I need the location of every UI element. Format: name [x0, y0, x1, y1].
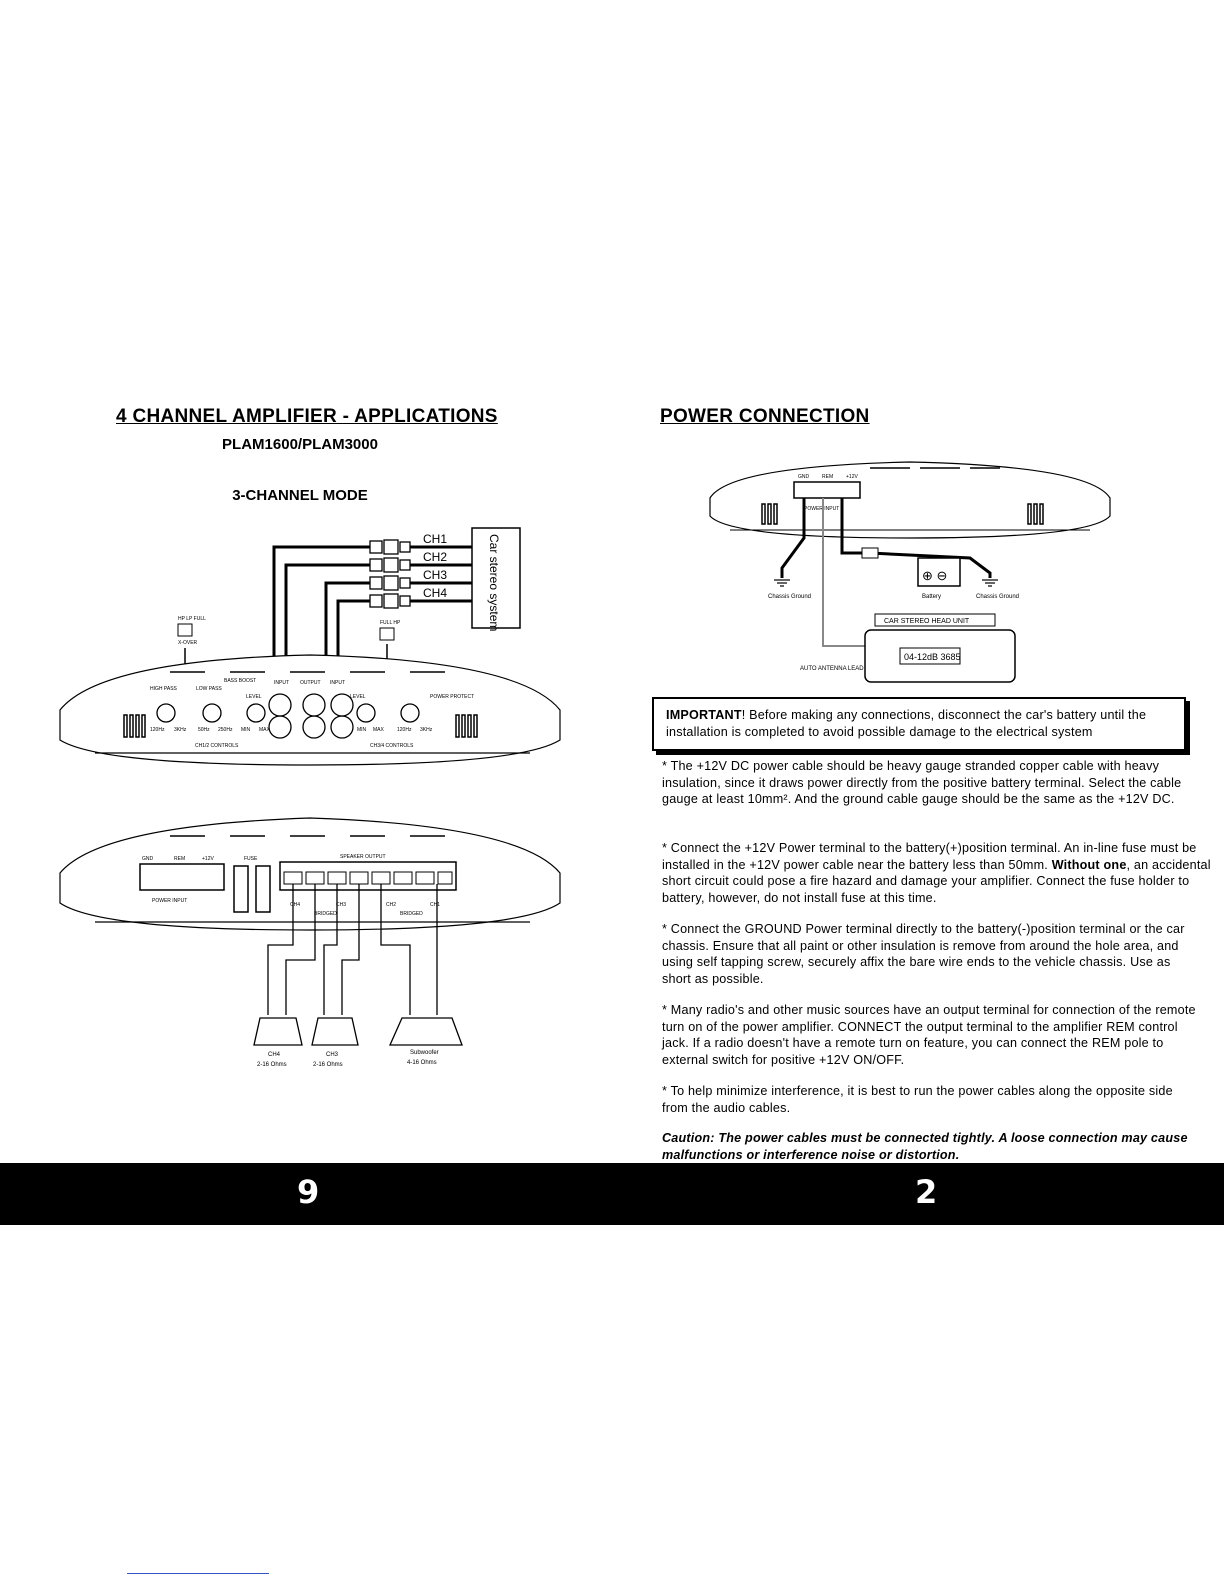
svg-text:FUSE: FUSE [244, 856, 258, 862]
svg-text:REM: REM [174, 856, 185, 862]
svg-text:LOW PASS: LOW PASS [196, 686, 222, 692]
svg-text:3KHz: 3KHz [420, 727, 433, 733]
ch1-label: CH1 [423, 532, 447, 546]
svg-text:BRIDGED: BRIDGED [400, 911, 423, 917]
bottom-link-line [127, 1573, 269, 1574]
svg-text:Chassis Ground: Chassis Ground [768, 594, 811, 600]
svg-text:CH2: CH2 [386, 902, 396, 908]
important-notice: IMPORTANT! Before making any connections… [652, 697, 1186, 751]
footer-bar: 9 2 [0, 1163, 1224, 1225]
svg-text:OUTPUT: OUTPUT [300, 680, 321, 686]
svg-text:LEVEL: LEVEL [350, 694, 366, 700]
left-page-number: 9 [297, 1173, 320, 1211]
svg-text:Battery: Battery [922, 594, 941, 600]
svg-text:⊕ ⊖: ⊕ ⊖ [922, 568, 947, 583]
svg-text:MAX: MAX [259, 727, 271, 733]
svg-text:50Hz: 50Hz [198, 727, 210, 733]
three-channel-wiring-diagram: Car stereo system CH1 CH2 CH3 CH4 HP LP … [59, 527, 561, 1068]
svg-text:INPUT: INPUT [330, 680, 345, 686]
svg-text:+12V: +12V [846, 474, 858, 480]
xover-label: X-OVER [178, 640, 198, 646]
left-page-title: 4 CHANNEL AMPLIFIER - APPLICATIONS [116, 406, 498, 427]
svg-text:AUTO ANTENNA LEAD: AUTO ANTENNA LEAD [800, 666, 864, 672]
svg-text:REM: REM [822, 474, 833, 480]
mode-title: 3-CHANNEL MODE [232, 487, 368, 504]
svg-text:CH1/2 CONTROLS: CH1/2 CONTROLS [195, 743, 239, 749]
svg-text:04-12dB 3685: 04-12dB 3685 [904, 652, 961, 662]
svg-text:250Hz: 250Hz [218, 727, 233, 733]
svg-text:MAX: MAX [373, 727, 385, 733]
bullet-2: * Connect the +12V Power terminal to the… [662, 841, 1211, 905]
right-page-title: POWER CONNECTION [660, 406, 870, 427]
svg-text:POWER PROTECT: POWER PROTECT [430, 694, 474, 700]
svg-text:GND: GND [798, 474, 810, 480]
car-stereo-box [471, 527, 521, 629]
ch4-label: CH4 [423, 586, 447, 600]
hp-lp-full-label: HP LP FULL [178, 616, 206, 622]
svg-text:INPUT: INPUT [274, 680, 289, 686]
right-page-number: 2 [915, 1173, 938, 1211]
svg-text:120Hz: 120Hz [150, 727, 165, 733]
svg-text:POWER INPUT: POWER INPUT [152, 898, 187, 904]
svg-text:+12V: +12V [202, 856, 214, 862]
svg-text:3KHz: 3KHz [174, 727, 187, 733]
svg-text:CH4: CH4 [290, 902, 300, 908]
bullet-1: * The +12V DC power cable should be heav… [662, 759, 1182, 807]
svg-text:CH3/4 CONTROLS: CH3/4 CONTROLS [370, 743, 414, 749]
speaker-ch3-name: CH3 [326, 1052, 339, 1058]
svg-text:CH3: CH3 [336, 902, 346, 908]
svg-text:CAR STEREO HEAD UNIT: CAR STEREO HEAD UNIT [884, 618, 970, 625]
svg-text:SPEAKER OUTPUT: SPEAKER OUTPUT [340, 854, 386, 860]
speaker-ch4-name: CH4 [268, 1052, 281, 1058]
power-connection-diagram: GND REM +12V POWER INPUT ⊕ ⊖ Chassis Gro… [709, 461, 1111, 683]
speaker-ch3-ohms: 2-16 Ohms [313, 1062, 343, 1068]
svg-text:Chassis Ground: Chassis Ground [976, 594, 1019, 600]
svg-text:BRIDGED: BRIDGED [314, 911, 337, 917]
svg-text:LEVEL: LEVEL [246, 694, 262, 700]
subwoofer-name: Subwoofer [410, 1050, 439, 1056]
bullet-4: * Many radio's and other music sources h… [662, 1003, 1196, 1067]
car-stereo-label: Car stereo system [487, 534, 501, 631]
model-numbers: PLAM1600/PLAM3000 [222, 436, 378, 453]
subwoofer-ohms: 4-16 Ohms [407, 1060, 437, 1066]
caution-note: Caution: The power cables must be connec… [662, 1131, 1188, 1162]
svg-text:120Hz: 120Hz [397, 727, 412, 733]
ch2-label: CH2 [423, 550, 447, 564]
important-label: IMPORTANT [666, 708, 742, 722]
speaker-ch4-ohms: 2-16 Ohms [257, 1062, 287, 1068]
svg-text:HIGH PASS: HIGH PASS [150, 686, 178, 692]
svg-text:BASS BOOST: BASS BOOST [224, 678, 256, 684]
svg-text:GND: GND [142, 856, 154, 862]
bullet-5: * To help minimize interference, it is b… [662, 1084, 1173, 1115]
important-text: ! Before making any connections, disconn… [666, 708, 1147, 739]
svg-text:POWER INPUT: POWER INPUT [804, 506, 839, 512]
bullet-3: * Connect the GROUND Power terminal dire… [662, 922, 1185, 986]
full-hp-label: FULL HP [380, 620, 401, 626]
svg-text:CH1: CH1 [430, 902, 440, 908]
ch3-label: CH3 [423, 568, 447, 582]
svg-text:MIN: MIN [357, 727, 367, 733]
svg-text:MIN: MIN [241, 727, 251, 733]
